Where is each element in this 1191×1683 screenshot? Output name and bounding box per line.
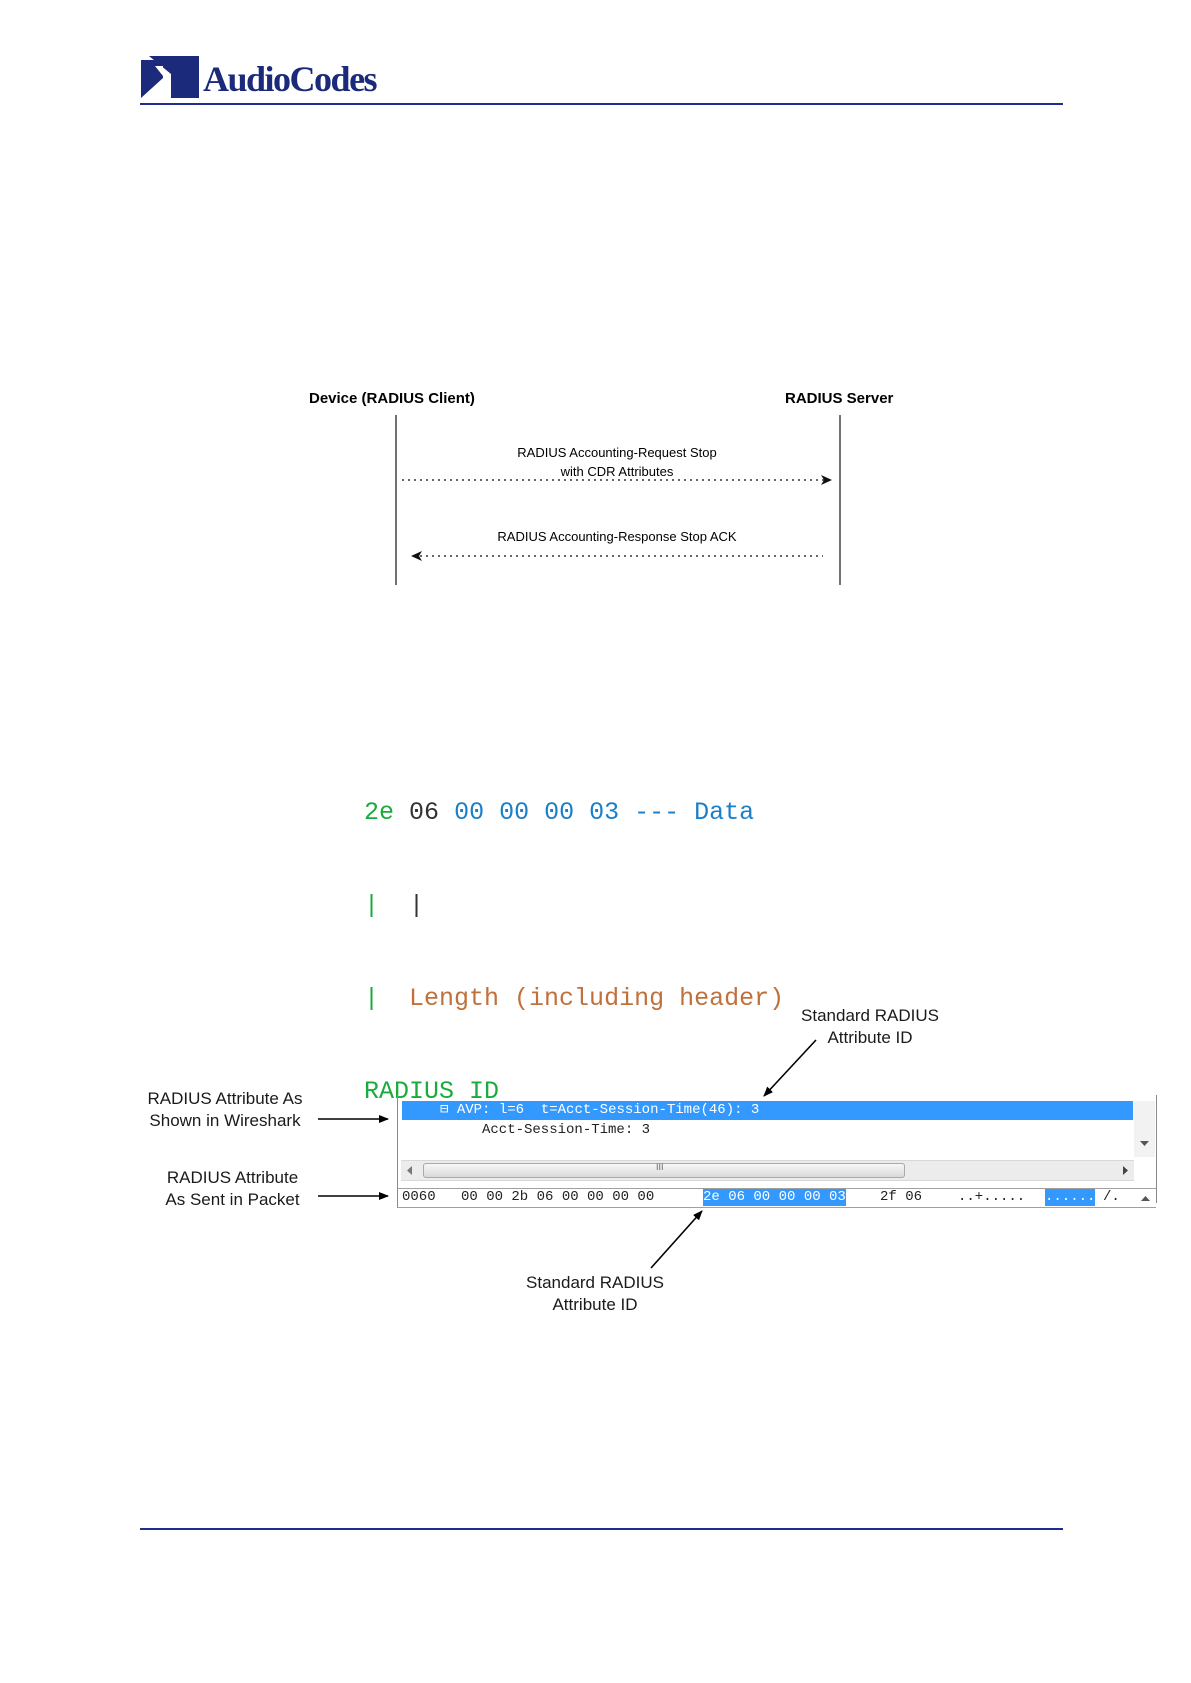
left-label-packet: RADIUS Attribute As Sent in Packet bbox=[150, 1167, 315, 1211]
ascii-after: /. bbox=[1103, 1189, 1120, 1205]
server-label: RADIUS Server bbox=[785, 390, 894, 407]
request-line-2: with CDR Attributes bbox=[560, 464, 674, 479]
data-bytes: 00 00 00 03 bbox=[454, 798, 620, 827]
tree-toggle-icon[interactable]: ⊟ bbox=[440, 1102, 449, 1118]
hex-bytes-after: 2f 06 bbox=[880, 1189, 923, 1205]
audiocodes-logo: AudioCodes bbox=[141, 56, 401, 102]
arrow-bottom-callout bbox=[650, 1210, 703, 1269]
logo-text: AudioCodes bbox=[203, 59, 378, 99]
callout-bottom: Standard RADIUS Attribute ID bbox=[515, 1272, 675, 1316]
hex-offset: 0060 bbox=[402, 1189, 436, 1205]
horizontal-scrollbar[interactable]: III bbox=[401, 1160, 1134, 1181]
tree-row-text: AVP: l=6 t=Acct-Session-Time(46): 3 bbox=[456, 1102, 760, 1118]
callout-top: Standard RADIUS Attribute ID bbox=[790, 1005, 950, 1049]
id-byte: 2e bbox=[364, 798, 395, 827]
data-label: Data bbox=[694, 798, 755, 827]
ascii-highlighted: ...... bbox=[1045, 1189, 1096, 1206]
ascii-before: ..+..... bbox=[958, 1189, 1026, 1205]
left-label-2a: RADIUS Attribute bbox=[166, 1168, 299, 1187]
left-label-2b: As Sent in Packet bbox=[165, 1190, 300, 1209]
attribute-format-block: 2e 06 00 00 00 03 --- Data | | | Length … bbox=[364, 738, 784, 1137]
request-message: RADIUS Accounting-Request Stop with CDR … bbox=[447, 443, 787, 481]
length-byte: 06 bbox=[409, 798, 440, 827]
audiocodes-logo-icon bbox=[141, 56, 199, 98]
scroll-down-icon[interactable] bbox=[1140, 1141, 1149, 1147]
scroll-left-icon[interactable] bbox=[407, 1166, 413, 1175]
scroll-grip: III bbox=[656, 1162, 664, 1172]
arrow-top-callout bbox=[763, 1039, 817, 1097]
id-pipe: | bbox=[364, 891, 380, 920]
code-line-1: 2e 06 00 00 00 03 --- Data bbox=[364, 798, 784, 828]
response-arrowhead bbox=[411, 551, 422, 561]
code-line-3: | Length (including header) bbox=[364, 984, 784, 1014]
id-pipe-2: | bbox=[364, 984, 380, 1013]
callout-top-line-1: Standard RADIUS bbox=[801, 1006, 939, 1025]
code-line-2: | | bbox=[364, 891, 784, 921]
hex-bytes-highlighted: 2e 06 00 00 00 03 bbox=[703, 1189, 846, 1206]
sequence-diagram bbox=[395, 415, 841, 585]
left-label-wireshark: RADIUS Attribute As Shown in Wireshark bbox=[140, 1088, 310, 1132]
scroll-up-icon[interactable] bbox=[1141, 1196, 1150, 1202]
length-label: Length (including header) bbox=[409, 984, 785, 1013]
tree-row-selected[interactable]: ⊟ AVP: l=6 t=Acct-Session-Time(46): 3 bbox=[402, 1101, 1133, 1120]
request-arrowhead bbox=[821, 475, 832, 485]
response-message: RADIUS Accounting-Response Stop ACK bbox=[497, 529, 737, 544]
scroll-right-icon[interactable] bbox=[1123, 1166, 1129, 1175]
client-label: Device (RADIUS Client) bbox=[309, 390, 475, 407]
footer-rule bbox=[140, 1528, 1063, 1530]
left-label-1a: RADIUS Attribute As bbox=[147, 1089, 303, 1108]
callout-bottom-line-1: Standard RADIUS bbox=[526, 1273, 664, 1292]
callout-bottom-line-2: Attribute ID bbox=[552, 1295, 638, 1314]
hex-bytes-before: 00 00 2b 06 00 00 00 00 bbox=[461, 1189, 655, 1205]
wireshark-pane bbox=[397, 1095, 1157, 1203]
request-line-1: RADIUS Accounting-Request Stop bbox=[517, 445, 717, 460]
tree-row-child[interactable]: Acct-Session-Time: 3 bbox=[482, 1122, 651, 1138]
vertical-scrollbar[interactable] bbox=[1134, 1101, 1155, 1157]
data-marker: --- bbox=[634, 798, 680, 827]
header-rule bbox=[140, 103, 1063, 105]
scroll-thumb[interactable]: III bbox=[423, 1162, 905, 1178]
hex-dump-row[interactable] bbox=[397, 1188, 1156, 1208]
left-label-1b: Shown in Wireshark bbox=[149, 1111, 301, 1130]
length-pipe: | bbox=[409, 891, 425, 920]
callout-top-line-2: Attribute ID bbox=[827, 1028, 913, 1047]
